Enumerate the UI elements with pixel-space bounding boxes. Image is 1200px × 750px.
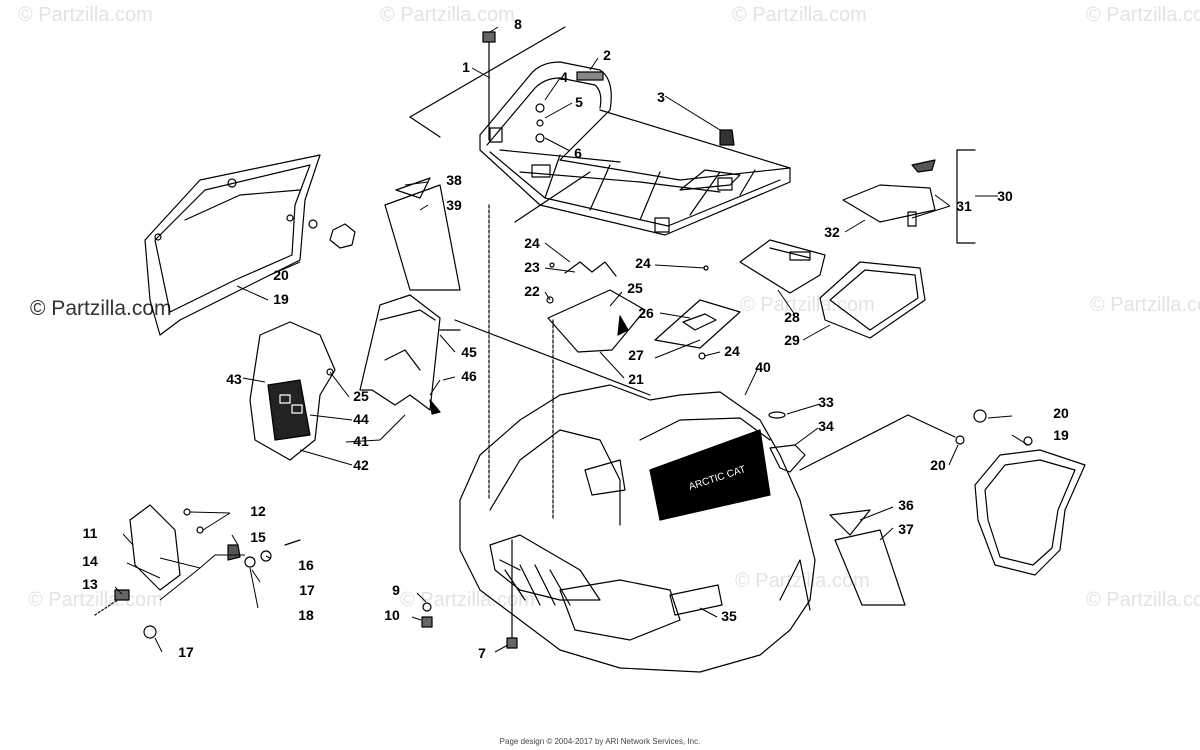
callout-label: 9	[392, 582, 400, 598]
callout-label: 25	[627, 280, 643, 296]
storage-bin	[819, 261, 926, 339]
callout-label: 37	[898, 521, 914, 537]
callout-label: 22	[524, 283, 540, 299]
headlight-assembly	[94, 504, 301, 639]
callout-label: 6	[574, 145, 582, 161]
watermark: © Partzilla.com	[1086, 589, 1200, 611]
callout-label: 23	[524, 259, 540, 275]
left-side-panel	[144, 154, 321, 336]
callout-label: 29	[784, 332, 800, 348]
watermark: © Partzilla.com	[740, 294, 875, 316]
callout-label: 8	[514, 16, 522, 32]
callout-label: 12	[250, 503, 266, 519]
callout-label: 20	[1053, 405, 1069, 421]
callout-label: 1	[462, 59, 470, 75]
callout-label: 42	[353, 457, 369, 473]
footer-copyright: Page design © 2004-2017 by ARI Network S…	[499, 737, 701, 746]
watermark: © Partzilla.com	[732, 4, 867, 26]
callout-label: 14	[82, 553, 98, 569]
callout-label: 28	[784, 309, 800, 325]
callout-label: 27	[628, 347, 644, 363]
callout-label: 25	[353, 388, 369, 404]
callout-label: 20	[930, 457, 946, 473]
bracket-plate-2	[654, 299, 741, 349]
right-side-panel	[955, 409, 1086, 576]
callout-label: 38	[446, 172, 462, 188]
callout-label: 17	[178, 644, 194, 660]
callout-label: 32	[824, 224, 840, 240]
callout-label: 33	[818, 394, 834, 410]
callout-label: 34	[818, 418, 834, 434]
callout-label: 15	[250, 529, 266, 545]
callout-label: 19	[273, 291, 289, 307]
callout-label: 21	[628, 371, 644, 387]
callout-label: 40	[755, 359, 771, 375]
callout-label: 20	[273, 267, 289, 283]
dash-panel	[249, 321, 336, 461]
watermark: © Partzilla.com	[735, 570, 870, 592]
watermark-prominent: © Partzilla.com	[30, 297, 172, 320]
callout-label: 10	[384, 607, 400, 623]
bracket-plate	[547, 261, 646, 353]
latch-assembly	[842, 149, 976, 244]
watermark: © Partzilla.com	[18, 4, 153, 26]
callout-label: 17	[299, 582, 315, 598]
callout-label: 24	[524, 235, 540, 251]
callout-label: 11	[83, 525, 98, 541]
callout-label: 16	[298, 557, 314, 573]
callout-label: 7	[478, 645, 486, 661]
callout-label: 44	[353, 411, 369, 427]
callout-label: 19	[1053, 427, 1069, 443]
callout-label: 24	[635, 255, 651, 271]
callout-label: 31	[956, 198, 972, 214]
callout-label: 45	[461, 344, 477, 360]
callout-label: 18	[298, 607, 314, 623]
callout-label: 30	[997, 188, 1013, 204]
storage-lid	[739, 239, 826, 294]
watermark: © Partzilla.com	[380, 4, 515, 26]
callout-label: 35	[721, 608, 737, 624]
callout-label: 36	[898, 497, 914, 513]
callout-label: 5	[575, 94, 583, 110]
callout-label: 46	[461, 368, 477, 384]
callout-label: 3	[657, 89, 665, 105]
callout-label: 43	[226, 371, 242, 387]
watermark: © Partzilla.com	[1086, 4, 1200, 26]
front-body	[459, 384, 816, 673]
steering-cover	[359, 294, 441, 411]
callout-label: 39	[446, 197, 462, 213]
watermark: © Partzilla.com	[1090, 294, 1200, 316]
front-rack	[479, 61, 791, 236]
callout-label: 24	[724, 343, 740, 359]
callout-label: 41	[353, 433, 369, 449]
callout-label: 26	[638, 305, 654, 321]
callout-label: 2	[603, 47, 611, 63]
callout-label: 13	[82, 576, 98, 592]
callout-label: 4	[560, 69, 568, 85]
